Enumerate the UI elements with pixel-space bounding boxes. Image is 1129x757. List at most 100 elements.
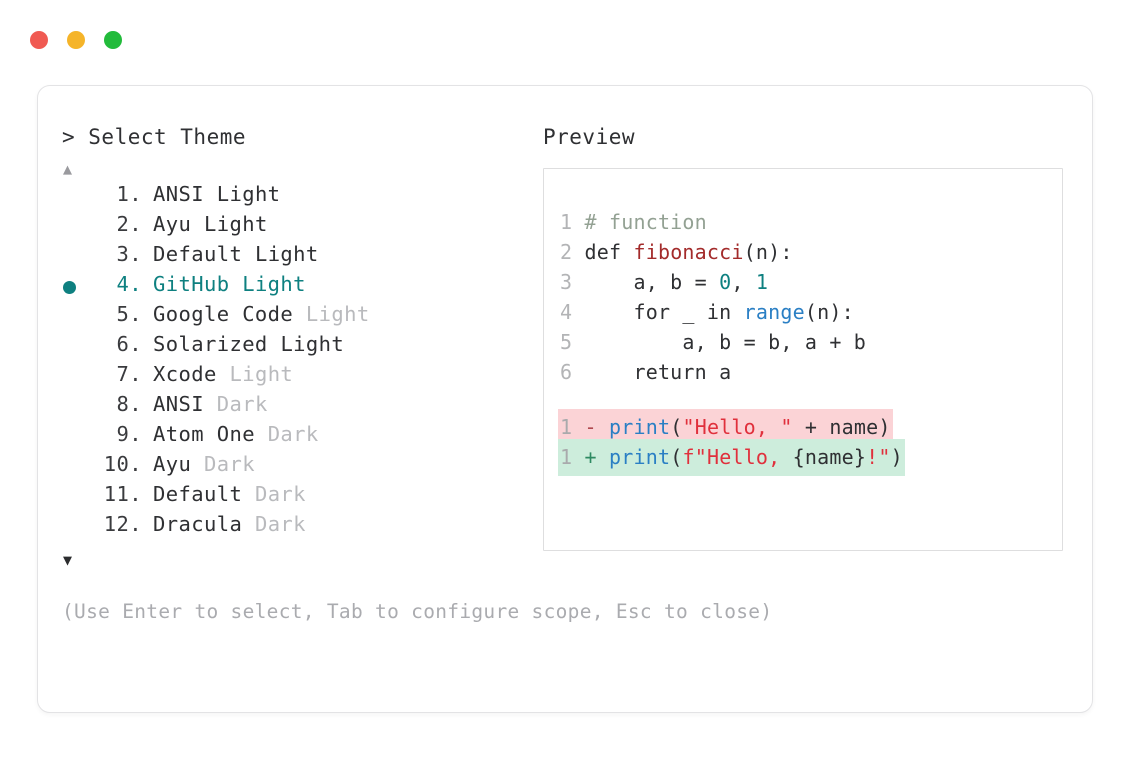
selected-indicator-cell	[62, 182, 92, 212]
theme-item-variant: Light	[216, 182, 281, 206]
code-token: (n):	[804, 300, 854, 324]
theme-item-base-name: Default	[153, 242, 243, 266]
theme-item-index: 1.	[116, 182, 142, 206]
selected-indicator-cell	[62, 362, 92, 392]
theme-list-item[interactable]: 4. GitHub Light	[62, 272, 532, 302]
code-line: 3 a, b = 0, 1	[544, 267, 1062, 297]
theme-item-index: 9.	[116, 422, 142, 446]
theme-item-variant: Dark	[267, 422, 319, 446]
theme-item-base-name: ANSI	[153, 182, 204, 206]
theme-item-variant: Light	[203, 212, 268, 236]
scroll-up-icon[interactable]: ▲	[63, 160, 73, 178]
selected-indicator-cell	[62, 302, 92, 332]
diff-line-number: 1	[560, 415, 573, 439]
code-spacer	[544, 387, 1062, 409]
code-line: 6 return a	[544, 357, 1062, 387]
theme-item-base-name: Xcode	[153, 362, 217, 386]
theme-item-index: 2.	[116, 212, 142, 236]
theme-item-name: ANSI Dark	[142, 392, 268, 416]
code-token: print	[609, 415, 671, 439]
preview-label: Preview	[543, 125, 636, 149]
theme-list-item[interactable]: 6.Solarized Light	[62, 332, 532, 362]
code-token: ,	[731, 270, 756, 294]
theme-list-item[interactable]: 10.Ayu Dark	[62, 452, 532, 482]
theme-list-item[interactable]: 11. Default Dark	[62, 482, 532, 512]
theme-list-item[interactable]: 3.Default Light	[62, 242, 532, 272]
code-line: 1 # function	[544, 207, 1062, 237]
selected-indicator-cell	[62, 392, 92, 422]
theme-item-base-name: Atom One	[153, 422, 255, 446]
theme-list-item[interactable]: 8.ANSI Dark	[62, 392, 532, 422]
maximize-window-icon[interactable]	[104, 31, 122, 49]
theme-list-item[interactable]: 12.Dracula Dark	[62, 512, 532, 542]
diff-block: 1 - print("Hello, " + name)1 + print(f"H…	[544, 409, 1062, 476]
theme-item-base-name: ANSI	[153, 392, 204, 416]
theme-list-item[interactable]: 7.Xcode Light	[62, 362, 532, 392]
keyboard-hint: (Use Enter to select, Tab to configure s…	[62, 600, 773, 623]
diff-line-number: 1	[560, 445, 573, 469]
diff-sign: -	[584, 415, 597, 439]
code-token: for _ in	[584, 300, 744, 324]
code-token: "Hello, "	[682, 415, 793, 439]
theme-item-index: 6.	[116, 332, 142, 356]
scroll-down-icon[interactable]: ▼	[63, 551, 73, 569]
code-token: !"	[866, 445, 891, 469]
code-token: (n):	[743, 240, 793, 264]
theme-item-variant: Light	[254, 242, 319, 266]
code-token: # function	[584, 210, 707, 234]
code-token: + name)	[792, 415, 891, 439]
diff-sign: +	[584, 445, 597, 469]
theme-item-base-name: Default	[153, 482, 243, 506]
diff-line-del: 1 - print("Hello, " + name)	[544, 409, 1062, 446]
theme-item-variant: Dark	[254, 512, 306, 536]
diff-line-add: 1 + print(f"Hello, {name}!")	[544, 439, 1062, 476]
theme-item-index: 12.	[103, 512, 142, 536]
theme-item-variant: Dark	[254, 482, 306, 506]
theme-item-name: Atom One Dark	[142, 422, 319, 446]
code-token: 1	[755, 270, 769, 294]
theme-item-index: 8.	[116, 392, 142, 416]
close-window-icon[interactable]	[30, 31, 48, 49]
code-token: range	[743, 300, 805, 324]
code-line-number: 4	[560, 300, 573, 324]
selected-indicator-cell	[62, 482, 92, 512]
theme-list-item[interactable]: 5.Google Code Light	[62, 302, 532, 332]
theme-item-base-name: Ayu	[153, 452, 192, 476]
theme-item-name: Default Light	[142, 242, 319, 266]
theme-item-base-name: Ayu	[153, 212, 192, 236]
theme-list-item[interactable]: 2. Ayu Light	[62, 212, 532, 242]
theme-item-name: Ayu Dark	[142, 452, 255, 476]
theme-list-item[interactable]: 9.Atom One Dark	[62, 422, 532, 452]
theme-item-variant: Dark	[203, 452, 255, 476]
theme-item-name: Dracula Dark	[142, 512, 306, 536]
code-line: 4 for _ in range(n):	[544, 297, 1062, 327]
theme-item-index: 10.	[103, 452, 142, 476]
theme-item-variant: Light	[242, 272, 306, 296]
window-traffic-lights	[30, 31, 122, 49]
selected-indicator-cell	[62, 272, 92, 302]
minimize-window-icon[interactable]	[67, 31, 85, 49]
code-token: (	[670, 415, 683, 439]
theme-item-base-name: Solarized	[153, 332, 268, 356]
theme-item-index: 11.	[103, 482, 142, 506]
selected-indicator-cell	[62, 242, 92, 272]
code-token: )	[890, 445, 903, 469]
code-line-number: 5	[560, 330, 573, 354]
theme-item-index: 4.	[116, 272, 142, 296]
theme-item-base-name: GitHub	[153, 272, 230, 296]
code-token: {name}	[792, 445, 867, 469]
theme-item-name: Solarized Light	[142, 332, 344, 356]
code-line: 2 def fibonacci(n):	[544, 237, 1062, 267]
code-token: 0	[719, 270, 732, 294]
theme-item-variant: Light	[280, 332, 345, 356]
selected-indicator-cell	[62, 212, 92, 242]
code-token: a, b =	[584, 270, 720, 294]
code-token: f"Hello,	[682, 445, 793, 469]
theme-list-item[interactable]: 1. ANSI Light	[62, 182, 532, 212]
theme-item-variant: Light	[229, 362, 294, 386]
code-token: a, b = b, a + b	[584, 330, 867, 354]
